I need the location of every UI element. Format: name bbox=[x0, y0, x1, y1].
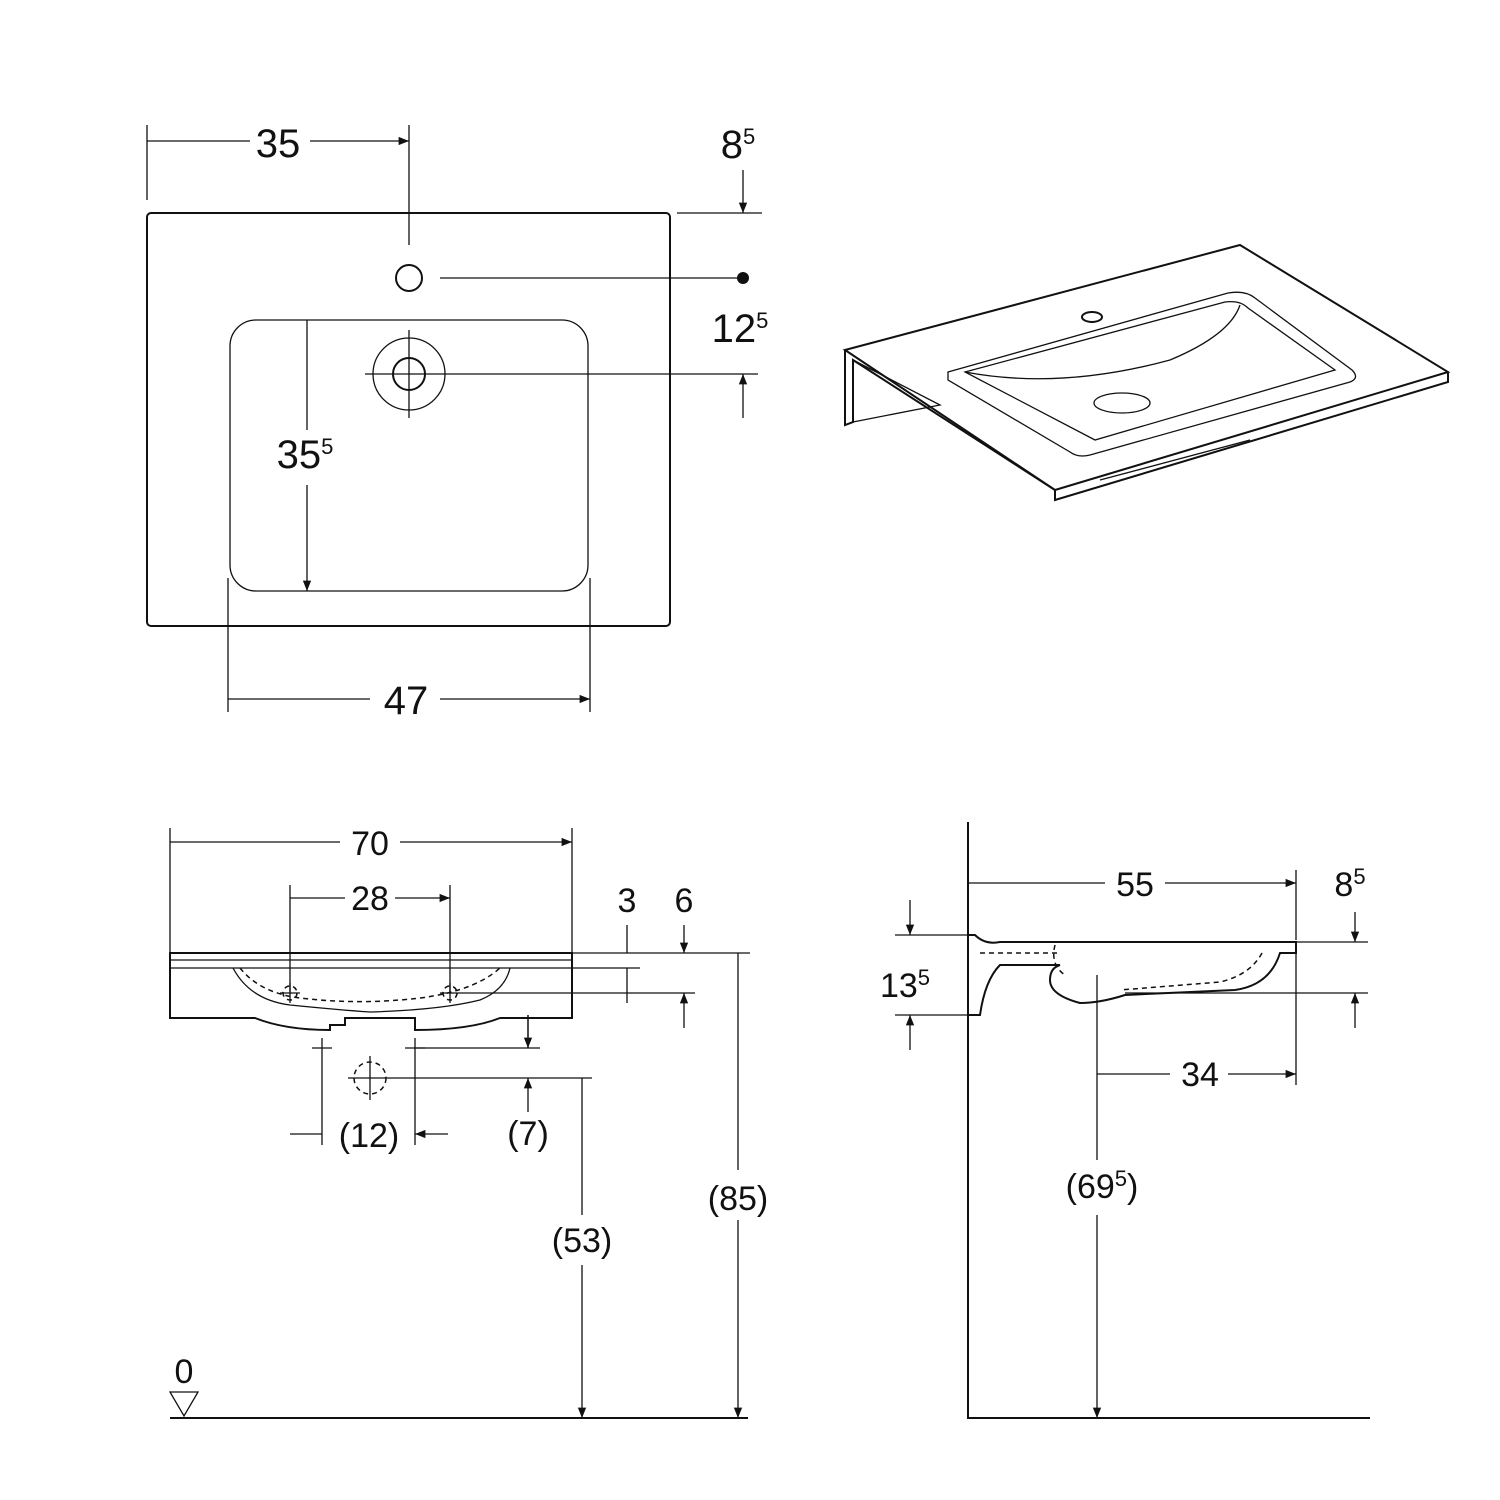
dim-drain-from-front: 34 bbox=[1181, 1056, 1219, 1094]
bowl-outline bbox=[229, 319, 589, 592]
dim-28: 28 bbox=[351, 880, 389, 918]
dim-3: 3 bbox=[618, 882, 637, 920]
dim-8-5: 85 bbox=[721, 123, 756, 167]
dim-depth: 55 bbox=[1116, 866, 1154, 904]
front-view: 70 28 3 6 (12) (7) (53) (85) 0 bbox=[168, 825, 768, 1418]
basin-outline bbox=[146, 212, 671, 627]
top-view: 35 85 125 355 47 bbox=[146, 122, 769, 723]
dim-12-5: 125 bbox=[712, 307, 769, 351]
dim-waste-spacing: (12) bbox=[339, 1117, 399, 1155]
tap-hole bbox=[395, 264, 423, 292]
dim-35-5: 355 bbox=[277, 433, 334, 477]
dim-35: 35 bbox=[256, 122, 301, 166]
dim-underside-height: (695) bbox=[1066, 1166, 1139, 1206]
dim-47: 47 bbox=[384, 679, 429, 723]
bracket-marks bbox=[280, 983, 460, 1100]
dim-waste-height: (53) bbox=[552, 1222, 612, 1260]
dim-front-offset: 85 bbox=[1334, 864, 1365, 904]
floor-level-label: 0 bbox=[175, 1353, 194, 1391]
floor-level-marker bbox=[168, 1391, 200, 1418]
side-view: 55 85 135 34 (695) bbox=[880, 822, 1370, 1418]
perspective-view bbox=[842, 243, 1451, 502]
dim-thickness: 135 bbox=[880, 965, 930, 1005]
dim-rim-height: (85) bbox=[708, 1180, 768, 1218]
dim-waste-offset: (7) bbox=[507, 1115, 549, 1153]
dim-6: 6 bbox=[675, 882, 694, 920]
wall-floor bbox=[967, 822, 1370, 1419]
dim-70: 70 bbox=[351, 825, 389, 863]
